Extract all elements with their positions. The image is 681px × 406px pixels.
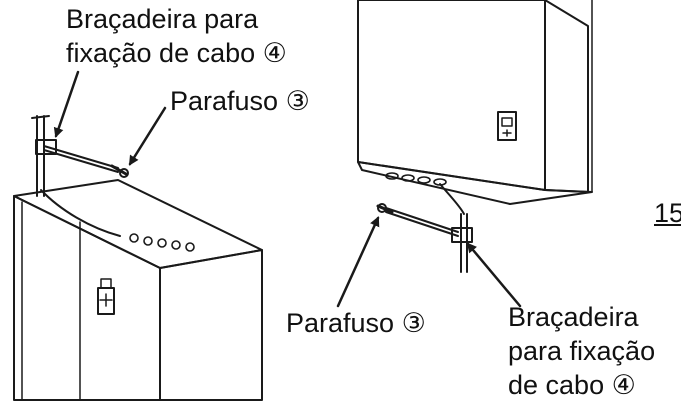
right-screw — [376, 203, 394, 214]
leader-arrows — [53, 70, 522, 308]
right-cable-clamp — [451, 227, 473, 243]
left-indoor-unit — [13, 179, 263, 401]
label-bottom-screw: Parafuso ③ — [286, 308, 426, 338]
right-unit-symbol — [497, 111, 517, 141]
arrow-top-screw — [128, 106, 167, 166]
label-top-clamp-line2: fixação de cabo ④ — [66, 38, 287, 68]
label-bottom-clamp-line3: de cabo ④ — [508, 370, 636, 400]
arrow-top-clamp — [53, 70, 80, 138]
left-unit-symbol — [97, 278, 115, 315]
right-indoor-unit — [357, 0, 593, 205]
page-number: 15 — [654, 198, 681, 228]
left-unit-holes — [129, 233, 195, 252]
label-top-clamp-line1: Braçadeira para — [66, 4, 259, 34]
label-bottom-clamp-line2: para fixação — [508, 336, 656, 366]
label-bottom-clamp-line1: Braçadeira — [508, 302, 639, 332]
left-wiring — [31, 115, 129, 237]
left-screw — [110, 164, 129, 178]
arrow-bottom-screw — [336, 216, 380, 308]
label-top-screw: Parafuso ③ — [170, 86, 310, 116]
right-wiring — [376, 183, 473, 273]
arrow-bottom-clamp — [466, 242, 522, 308]
left-cable-clamp — [35, 139, 57, 155]
